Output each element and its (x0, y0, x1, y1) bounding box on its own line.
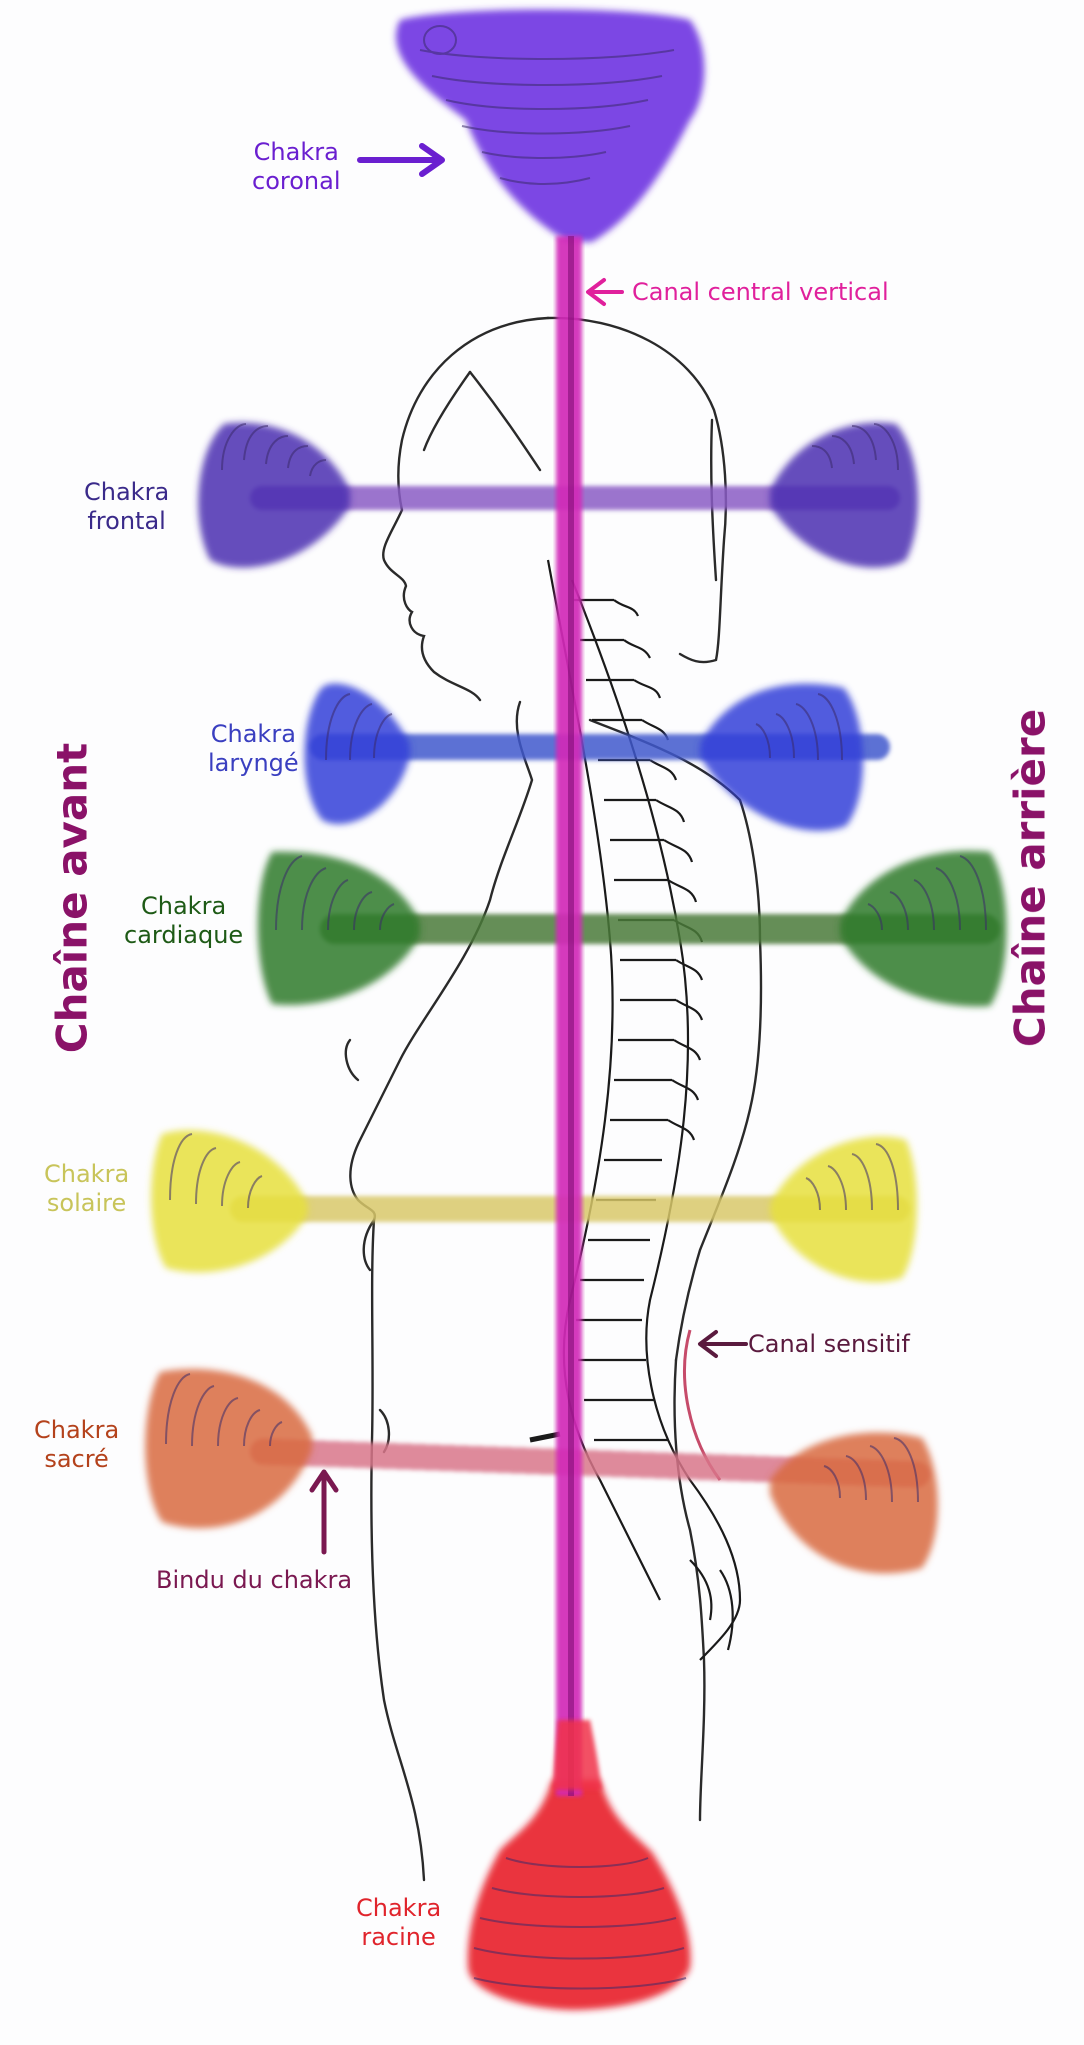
label-chakra-cardiaque: Chakra cardiaque (124, 892, 243, 950)
label-chakra-sacre: Chakra sacré (34, 1416, 119, 1474)
label-chakra-racine: Chakra racine (356, 1894, 441, 1952)
label-line: coronal (252, 167, 341, 195)
label-line: Chakra (141, 892, 227, 920)
label-canal-sensitif: Canal sensitif (748, 1330, 910, 1358)
bindu-arrow (309, 1469, 339, 1555)
label-chakra-solaire: Chakra solaire (44, 1160, 129, 1218)
annotation-arrows (309, 143, 748, 1555)
label-line: Chakra (253, 138, 339, 166)
label-chakra-frontal: Chakra frontal (84, 478, 169, 536)
label-line: laryngé (208, 749, 299, 777)
label-line: cardiaque (124, 921, 244, 949)
central-channel (552, 236, 602, 1796)
label-line: sacré (44, 1445, 109, 1473)
chakra-rings (165, 25, 987, 1990)
label-canal-central: Canal central vertical (632, 278, 889, 306)
label-line: Chakra (210, 720, 296, 748)
label-line: Chakra (34, 1416, 120, 1444)
chakra-cones (145, 9, 1007, 2010)
label-chakra-larynge: Chakra laryngé (208, 720, 299, 778)
label-line: solaire (46, 1189, 127, 1217)
label-chaine-arriere: Chaîne arrière (1005, 708, 1055, 1048)
label-bindu: Bindu du chakra (156, 1566, 353, 1594)
label-chakra-coronal: Chakra coronal (252, 138, 341, 196)
canal-sensitif-arrow (698, 1330, 748, 1358)
label-line: racine (361, 1923, 436, 1951)
label-chaine-avant: Chaîne avant (47, 742, 97, 1054)
canal-central-arrow (586, 278, 624, 306)
label-line: frontal (87, 507, 166, 535)
label-line: Chakra (84, 478, 170, 506)
label-line: Chakra (44, 1160, 130, 1188)
label-line: Chakra (356, 1894, 442, 1922)
coronal-arrow (357, 143, 445, 177)
